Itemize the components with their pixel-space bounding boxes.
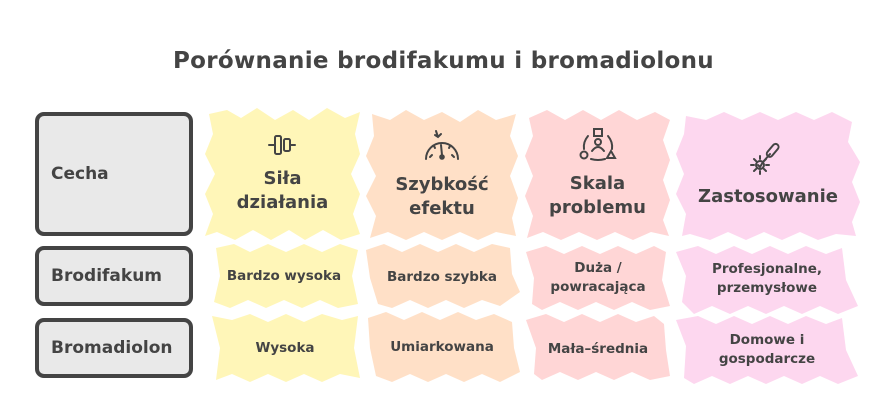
value-text: Mała–średnia [547,340,649,357]
header-cell-strength: Siła działania [205,108,360,240]
value-text-line2: gospodarcze [718,351,816,367]
value-text-line2: powracająca [550,279,646,295]
jagged-background [676,112,860,240]
row-label-feature-text: Cecha [51,164,109,184]
value-text: Bardzo szybka [387,268,497,285]
jagged-background [205,108,360,240]
row-label-feature: Cecha [35,112,193,236]
value-text-line1: Profesjonalne, [711,261,823,277]
jagged-background [526,314,670,380]
diagram-title: Porównanie brodifakumu i bromadiolonu [173,48,714,74]
row-label-bromadiolone: Bromadiolon [35,318,193,378]
cell-brodifacoum-application: Profesjonalne, przemysłowe [676,244,858,314]
cell-brodifacoum-speed: Bardzo szybka [364,244,520,310]
header-speed-line2: efektu [409,198,475,219]
value-text: Wysoka [255,339,315,356]
row-label-brodifacoum: Brodifakum [35,246,193,306]
row-label-bromadiolone-text: Bromadiolon [51,338,173,358]
user-shapes-cycle-icon [579,128,617,162]
jagged-background [212,314,360,382]
cell-brodifacoum-strength: Bardzo wysoka [210,244,358,308]
header-speed-line1: Szybkość [395,174,489,195]
pizza-cutter-icon [748,141,788,175]
jagged-background [676,246,858,314]
jagged-background [526,246,670,310]
speedometer-icon [422,129,462,163]
jagged-background [525,110,670,240]
cell-bromadiolone-strength: Wysoka [210,314,360,382]
header-strength-line2: działania [236,192,329,213]
value-text: Umiarkowana [390,338,494,355]
header-cell-application: Zastosowanie [676,110,860,240]
header-scale-line1: Skala [569,173,626,194]
header-cell-speed: Szybkość efektu [366,110,518,240]
jagged-background [366,244,520,308]
cell-bromadiolone-speed: Umiarkowana [364,312,520,382]
value-text-line1: Domowe i [729,332,805,348]
value-text-line1: Duża / [574,260,622,276]
jagged-background [368,312,520,382]
value-text: Bardzo wysoka [226,267,342,284]
cell-brodifacoum-scale: Duża / powracająca [526,244,670,312]
cell-bromadiolone-scale: Mała–średnia [526,314,670,384]
row-label-brodifacoum-text: Brodifakum [51,266,163,286]
header-scale-line2: problemu [549,197,646,218]
jagged-background [366,110,518,240]
header-cell-scale: Skala problemu [525,108,670,240]
value-text-line2: przemysłowe [716,280,818,296]
header-application-line1: Zastosowanie [698,186,838,207]
cell-bromadiolone-application: Domowe i gospodarcze [676,316,858,384]
jagged-background [676,316,858,384]
header-strength-line1: Siła [263,168,302,189]
dumbbell-strength-icon [267,133,297,157]
jagged-background [214,244,358,308]
